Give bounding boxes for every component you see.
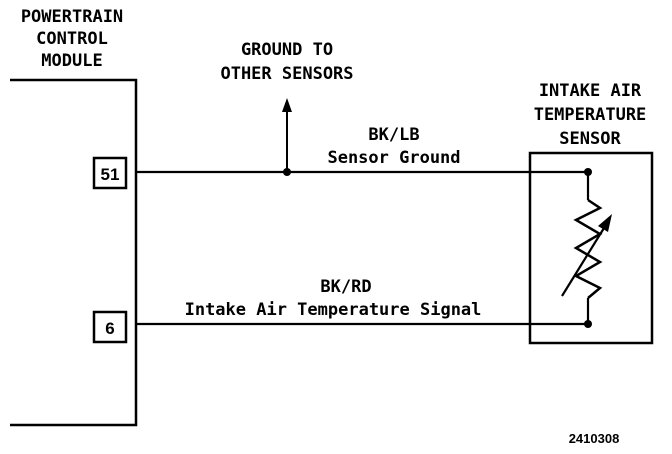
sensor-title-line-2: TEMPERATURE	[534, 105, 647, 125]
variable-resistor-arrow-head	[598, 214, 612, 232]
iat-signal-color-code: BK/RD	[320, 277, 371, 297]
ground-note-line-2: OTHER SENSORS	[220, 64, 353, 84]
sensor-ground-color-code: BK/LB	[368, 125, 419, 145]
sensor-upper-terminal	[584, 168, 592, 176]
ground-arrow-head	[282, 98, 292, 112]
pcm-pin-51-box	[92, 156, 128, 190]
thermistor-resistor-icon	[573, 198, 603, 299]
sensor-lower-terminal	[584, 320, 592, 328]
sensor-ground-label: Sensor Ground	[327, 148, 460, 168]
pcm-pin-51-label: 51	[101, 165, 120, 184]
pcm-title-line-3: MODULE	[41, 51, 102, 71]
pcm-title-line-2: CONTROL	[36, 29, 108, 49]
iat-sensor-box	[528, 151, 654, 345]
pcm-pin-6-box	[92, 310, 128, 344]
variable-resistor-arrow-shaft	[561, 227, 605, 297]
ground-note-line-1: GROUND TO	[241, 40, 333, 60]
sensor-title-line-3: SENSOR	[559, 129, 621, 149]
figure-id: 2410308	[569, 431, 620, 446]
pcm-title-line-1: POWERTRAIN	[21, 7, 123, 27]
pcm-pin-6-label: 6	[105, 319, 114, 338]
sensor-title-line-1: INTAKE AIR	[539, 81, 642, 101]
iat-signal-label: Intake Air Temperature Signal	[185, 300, 482, 320]
pcm-module-box	[10, 78, 138, 427]
